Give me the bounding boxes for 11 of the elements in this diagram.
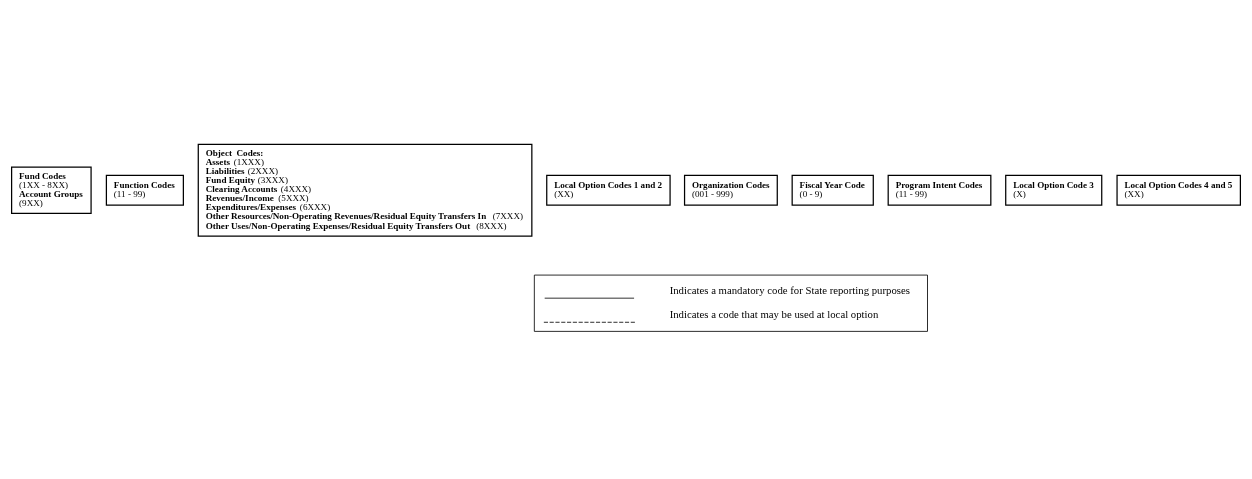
node-box: Local Option Codes 1 and 2 (XX) bbox=[546, 174, 671, 206]
node-box: Local Option Codes 4 and 5 (XX) bbox=[1116, 174, 1241, 206]
node-box: Organization Codes (001 - 999) bbox=[683, 174, 778, 206]
legend-label: Indicates a code that may be used at local option bbox=[669, 307, 879, 320]
node-box: Object Codes: Assets (1XXX) Liabilities (2XXX) Fund Equity (3XXX) Clearing Accounts (4XXX) Revenues/Income (5XXX) Expenditures/Expenses (6XXX) Other Resources/Non-Operating Revenues/Residual Equity Transfers In (7XXX) Other Uses/Non-Operating Expenses/Residual Equity Transfers Out (8XXX) bbox=[197, 143, 533, 237]
node-box: Function Codes (11 - 99) bbox=[105, 174, 184, 206]
node-box: Fund Codes (1XX - 8XX) Account Groups (9XX) bbox=[11, 166, 92, 215]
legend-label: Indicates a mandatory code for State reporting purposes bbox=[669, 284, 910, 297]
node-box: Local Option Code 3 (X) bbox=[1005, 174, 1103, 206]
node-box: Fiscal Year Code (0 - 9) bbox=[791, 174, 874, 206]
node-box: Program Intent Codes (11 - 99) bbox=[887, 174, 992, 206]
